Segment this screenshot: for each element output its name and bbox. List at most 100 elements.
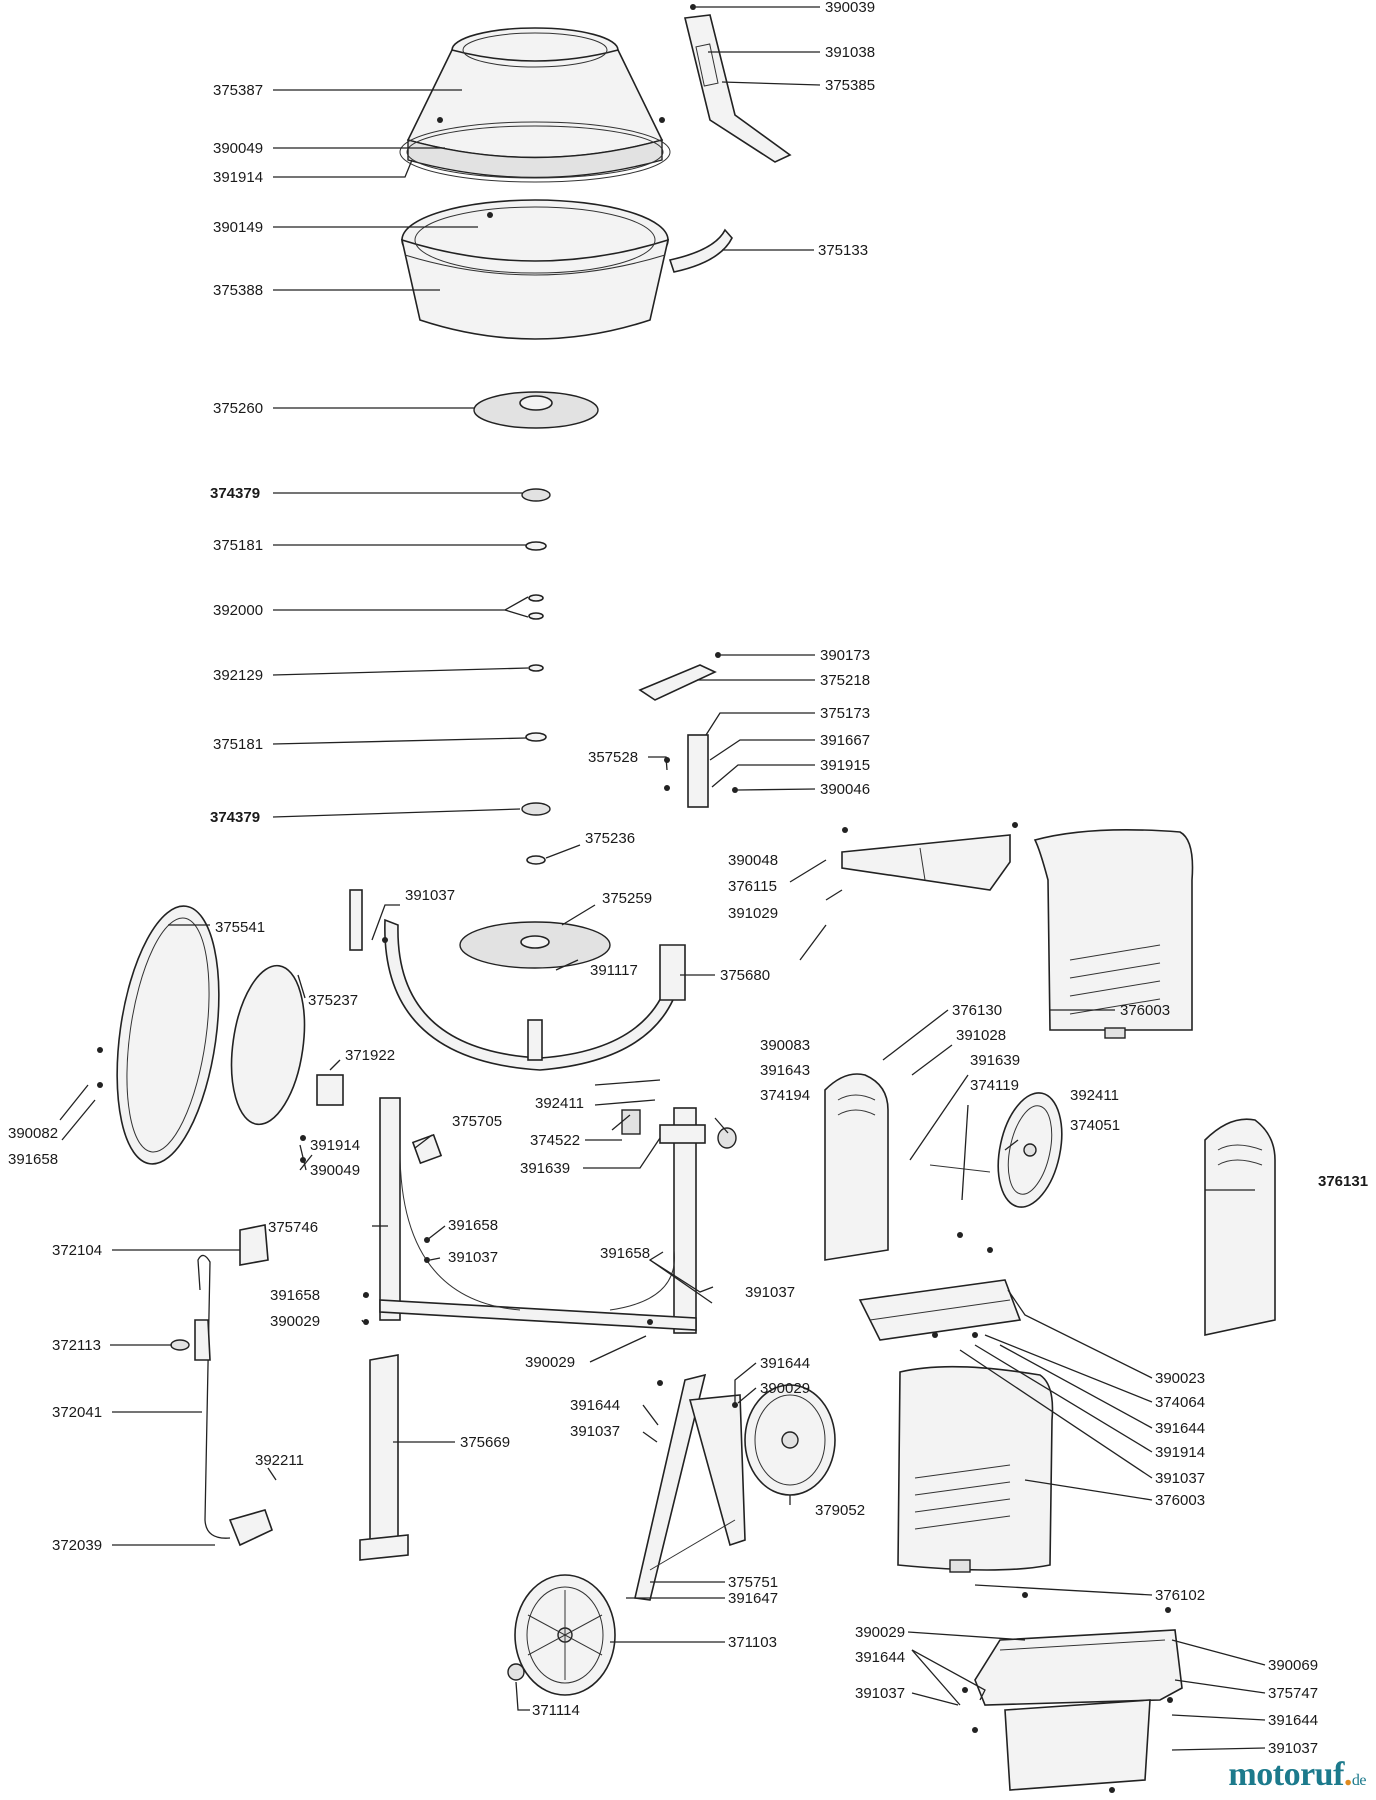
spoked-wheel-part (514, 1574, 616, 1696)
switch-box-part (316, 1074, 344, 1106)
part-label: 390046 (820, 781, 870, 798)
part-label: 375236 (585, 830, 635, 847)
seal-ring-part (399, 121, 671, 183)
part-label: 390029 (760, 1380, 810, 1397)
part-label: 390049 (213, 140, 263, 157)
part-label: 391639 (970, 1052, 1020, 1069)
part-label: 391658 (270, 1287, 320, 1304)
pinion-gear-part (621, 1109, 641, 1135)
part-label: 375541 (215, 919, 265, 936)
site-watermark-logo: motoruf.de (1228, 1756, 1366, 1794)
wheel-part (744, 1384, 836, 1496)
part-label: 391037 (855, 1685, 905, 1702)
part-label: 391037 (405, 887, 455, 904)
part-label: 375751 (728, 1574, 778, 1591)
part-label: 391037 (570, 1423, 620, 1440)
part-label: 376115 (728, 878, 777, 895)
clip-part (411, 1133, 443, 1165)
drum-top-cone-part (406, 27, 664, 179)
part-label: 392411 (535, 1095, 584, 1112)
part-label: 391028 (956, 1027, 1006, 1044)
part-label: 374379 (210, 809, 260, 826)
watermark-name: motoruf (1228, 1756, 1344, 1793)
part-label: 375385 (825, 77, 875, 94)
fan-pulley-part (997, 1092, 1063, 1208)
part-label: 391667 (820, 732, 870, 749)
part-label: 392211 (255, 1452, 304, 1469)
part-label: 390173 (820, 647, 870, 664)
motor-cover-top-part (841, 834, 1011, 891)
part-label: 391037 (745, 1284, 795, 1301)
part-label: 391117 (590, 962, 638, 979)
housing-panel-lower-part (897, 1365, 1054, 1573)
part-label: 391644 (855, 1649, 905, 1666)
part-label: 375747 (1268, 1685, 1318, 1702)
housing-side-right-part (1204, 1118, 1276, 1336)
part-label: 392000 (213, 602, 263, 619)
part-label: 376003 (1155, 1492, 1205, 1509)
part-label: 391643 (760, 1062, 810, 1079)
part-label: 391037 (1155, 1470, 1205, 1487)
part-label: 375388 (213, 282, 263, 299)
part-label: 391644 (1268, 1712, 1318, 1729)
part-label: 375260 (213, 400, 263, 417)
main-frame-part (379, 1097, 697, 1334)
part-label: 357528 (588, 749, 638, 766)
part-label: 390048 (728, 852, 778, 869)
part-label: 375181 (213, 736, 263, 753)
part-label: 391658 (600, 1245, 650, 1262)
part-label: 376003 (1120, 1002, 1170, 1019)
watermark-dot: . (1343, 1756, 1353, 1793)
part-label: 391644 (570, 1397, 620, 1414)
part-label: 375218 (820, 672, 870, 689)
pedal-bracket-part (239, 1224, 269, 1266)
part-label: 392129 (213, 667, 263, 684)
part-label: 375680 (720, 967, 770, 984)
part-label: 391647 (728, 1590, 778, 1607)
watermark-tld: de (1351, 1772, 1367, 1789)
part-label: 391914 (1155, 1444, 1205, 1461)
part-label: 390023 (1155, 1370, 1205, 1387)
drum-flange-part (473, 391, 599, 429)
part-label: 391029 (728, 905, 778, 922)
part-label: 374522 (530, 1132, 580, 1149)
part-label: 390029 (525, 1354, 575, 1371)
part-label: 375237 (308, 992, 358, 1009)
housing-side-left-part (824, 1073, 889, 1261)
wheel-stand-part (634, 1373, 746, 1601)
part-label: 374194 (760, 1087, 810, 1104)
tire-ring-part (116, 905, 220, 1165)
part-label: 376130 (952, 1002, 1002, 1019)
motor-shaft-part (929, 1164, 991, 1173)
part-label: 376131 (1318, 1173, 1368, 1190)
front-leg-part (359, 1354, 409, 1561)
part-label: 375259 (602, 890, 652, 907)
part-label: 390069 (1268, 1657, 1318, 1674)
part-label: 372113 (52, 1337, 101, 1354)
part-label: 371103 (728, 1634, 777, 1651)
part-label: 375133 (818, 242, 868, 259)
part-label: 391658 (8, 1151, 58, 1168)
part-label: 372041 (52, 1404, 102, 1421)
part-label: 391037 (1268, 1740, 1318, 1757)
part-label: 392411 (1070, 1087, 1119, 1104)
part-label: 375746 (268, 1219, 318, 1236)
bushing-part (717, 1127, 737, 1149)
part-label: 375705 (452, 1113, 502, 1130)
gear-segment-part (668, 228, 733, 273)
part-label: 391644 (1155, 1420, 1205, 1437)
part-label: 391914 (213, 169, 263, 186)
handle-rod-part (170, 1254, 273, 1547)
part-label: 375669 (460, 1434, 510, 1451)
round-cover-part (230, 964, 306, 1126)
part-label: 375387 (213, 82, 263, 99)
part-label: 391038 (825, 44, 875, 61)
motor-mount-part (349, 889, 686, 1071)
part-label: 390029 (855, 1624, 905, 1641)
hub-cap-part (507, 1663, 525, 1681)
bearing-washer-stack (521, 488, 551, 865)
part-label: 374064 (1155, 1394, 1205, 1411)
part-label: 390029 (270, 1313, 320, 1330)
motor-frame-part (974, 1629, 1183, 1791)
part-label: 391915 (820, 757, 870, 774)
